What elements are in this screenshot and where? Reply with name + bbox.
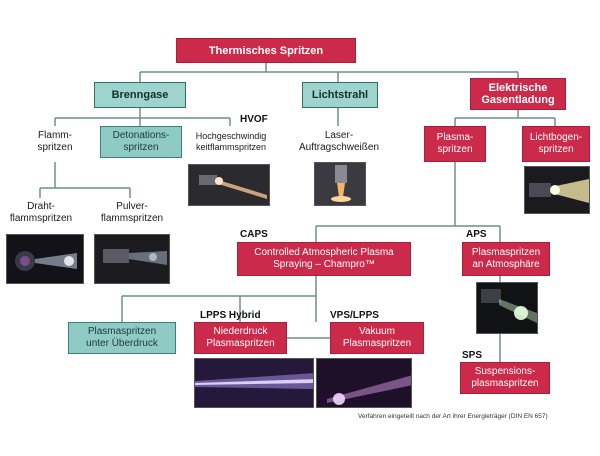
- process-label: Plasmaspritzen unter Überdruck: [86, 326, 158, 349]
- process-label: Plasmaspritzen an Atmosphäre: [471, 247, 541, 270]
- tag-caps: CAPS: [240, 229, 268, 240]
- process-vakuum-plasmaspritzen: Vakuum Plasmaspritzen: [330, 322, 424, 354]
- title-text: Thermisches Spritzen: [208, 44, 324, 57]
- process-aps: Plasmaspritzen an Atmosphäre: [462, 242, 550, 276]
- process-suspensionsplasmaspritzen: Suspensions- plasmaspritzen: [460, 362, 550, 394]
- category-label: Elektrische Gasentladung: [481, 82, 555, 106]
- footnote: Verfahren eingeteilt nach der Art ihrer …: [358, 413, 548, 420]
- niederdruck-photo: [194, 358, 314, 408]
- tag-lpps-hybrid: LPPS Hybrid: [200, 310, 261, 321]
- tag-vps-lpps: VPS/LPPS: [330, 310, 379, 321]
- tag-sps: SPS: [462, 350, 483, 361]
- process-label: Controlled Atmospheric Plasma Spraying –…: [254, 247, 394, 270]
- category-label: Brenngase: [111, 89, 169, 101]
- aps-photo: [476, 282, 538, 334]
- process-label: Pulver- flammspritzen: [100, 201, 164, 224]
- process-label: Flamm- spritzen: [37, 130, 73, 153]
- process-plasmaspritzen: Plasma- spritzen: [424, 126, 486, 162]
- category-lichtstrahl: Lichtstrahl: [302, 82, 378, 108]
- process-label: Laser- Auftragschweißen: [298, 130, 380, 153]
- tag-aps: APS: [466, 229, 487, 240]
- category-brenngase: Brenngase: [94, 82, 186, 108]
- pulverflamm-photo: [94, 234, 170, 284]
- title-box: Thermisches Spritzen: [176, 38, 356, 63]
- drahtflamm-photo: [6, 234, 84, 284]
- process-label: Detonations- spritzen: [112, 130, 170, 153]
- process-lichtbogenspritzen: Lichtbogen- spritzen: [522, 126, 590, 162]
- process-label: Suspensions- plasmaspritzen: [471, 366, 539, 389]
- process-label: Plasma- spritzen: [436, 132, 474, 155]
- category-label: Lichtstrahl: [311, 89, 369, 101]
- process-pulverflammspritzen: Pulver- flammspritzen: [94, 198, 170, 228]
- process-flammspritzen: Flamm- spritzen: [24, 126, 86, 158]
- process-drahtflammspritzen: Draht- flammspritzen: [8, 198, 74, 228]
- process-label: Lichtbogen- spritzen: [529, 132, 583, 155]
- process-label: Hochgeschwindig keitflammspritzen: [195, 131, 267, 152]
- process-caps: Controlled Atmospheric Plasma Spraying –…: [237, 242, 411, 276]
- process-detonationsspritzen: Detonations- spritzen: [100, 126, 182, 158]
- lichtbogen-photo: [524, 166, 590, 214]
- category-elektrische-gasentladung: Elektrische Gasentladung: [470, 78, 566, 110]
- vakuum-photo: [316, 358, 412, 408]
- process-laserauftragschweissen: Laser- Auftragschweißen: [294, 126, 384, 158]
- hvof-photo: [188, 164, 270, 206]
- process-plasmaspritzen-unter-ueberdruck: Plasmaspritzen unter Überdruck: [68, 322, 176, 354]
- process-niederdruck-plasmaspritzen: Niederdruck Plasmaspritzen: [194, 322, 287, 354]
- process-label: Niederdruck Plasmaspritzen: [206, 326, 275, 349]
- process-hochgeschwindigkeitflammspritzen: Hochgeschwindig keitflammspritzen: [188, 126, 274, 158]
- process-label: Draht- flammspritzen: [9, 201, 73, 224]
- tag-hvof: HVOF: [240, 114, 268, 125]
- process-label: Vakuum Plasmaspritzen: [342, 326, 412, 349]
- laser-photo: [314, 162, 366, 206]
